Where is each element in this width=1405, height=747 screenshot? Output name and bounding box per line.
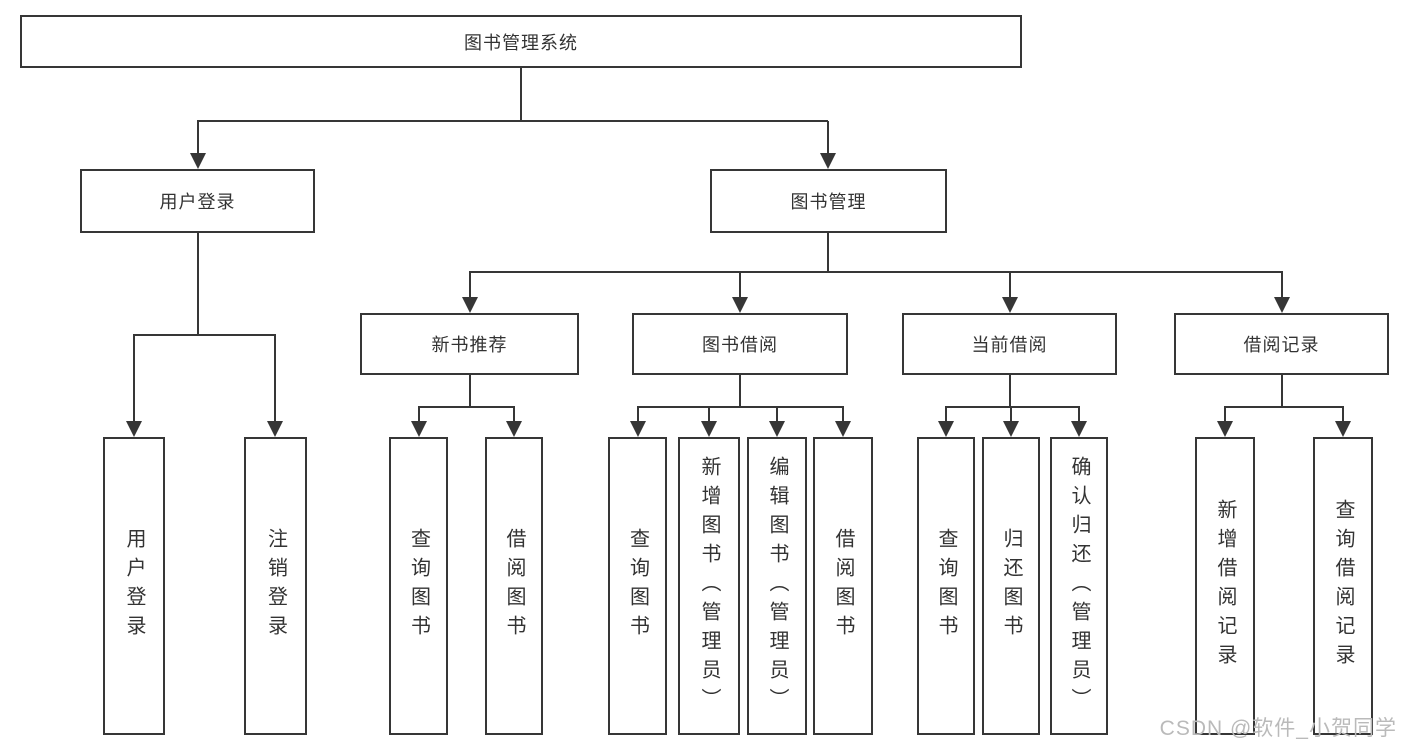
node-root-label: 图书管理系统 (464, 32, 578, 53)
leaf-record-query: 查询借阅记录 (1313, 437, 1373, 735)
leaf-record-add: 新增借阅记录 (1195, 437, 1255, 735)
leaf-newbook-query: 查询图书 (389, 437, 448, 735)
node-new-book-recommend: 新书推荐 (360, 313, 579, 375)
leaf-record-add-label: 新增借阅记录 (1214, 499, 1236, 673)
leaf-current-confirm-label: 确认归还（管理员） (1068, 455, 1090, 717)
leaf-user-login: 用户登录 (103, 437, 165, 735)
node-user-login-label: 用户登录 (159, 192, 236, 212)
leaf-borrow-book: 借阅图书 (813, 437, 873, 735)
leaf-current-confirm: 确认归还（管理员） (1050, 437, 1108, 735)
leaf-borrow-edit: 编辑图书（管理员） (747, 437, 807, 735)
leaf-current-query-label: 查询图书 (935, 528, 957, 644)
node-borrow-record: 借阅记录 (1174, 313, 1389, 375)
node-current-borrow: 当前借阅 (902, 313, 1117, 375)
leaf-current-query: 查询图书 (917, 437, 975, 735)
leaf-current-return: 归还图书 (982, 437, 1040, 735)
leaf-borrow-query: 查询图书 (608, 437, 667, 735)
leaf-borrow-add: 新增图书（管理员） (678, 437, 740, 735)
node-user-login: 用户登录 (80, 169, 315, 233)
node-borrow-record-label: 借阅记录 (1243, 335, 1320, 355)
leaf-record-query-label: 查询借阅记录 (1332, 499, 1354, 673)
node-book-management-label: 图书管理 (790, 192, 867, 212)
node-book-borrow-label: 图书借阅 (702, 335, 778, 355)
leaf-logout: 注销登录 (244, 437, 307, 735)
node-root: 图书管理系统 (20, 15, 1022, 68)
leaf-user-login-label: 用户登录 (123, 528, 145, 644)
leaf-borrow-book-label: 借阅图书 (832, 528, 854, 644)
leaf-current-return-label: 归还图书 (1000, 528, 1022, 644)
leaf-newbook-borrow: 借阅图书 (485, 437, 543, 735)
node-book-management: 图书管理 (710, 169, 947, 233)
node-current-borrow-label: 当前借阅 (971, 335, 1048, 355)
leaf-newbook-query-label: 查询图书 (407, 528, 430, 644)
leaf-borrow-add-label: 新增图书（管理员） (698, 455, 720, 717)
leaf-newbook-borrow-label: 借阅图书 (503, 528, 525, 644)
leaf-borrow-query-label: 查询图书 (626, 528, 649, 644)
csdn-watermark: CSDN @软件_小贺同学 (1159, 717, 1397, 740)
node-book-borrow: 图书借阅 (632, 313, 848, 375)
leaf-logout-label: 注销登录 (264, 528, 287, 644)
node-new-book-recommend-label: 新书推荐 (431, 335, 508, 355)
leaf-borrow-edit-label: 编辑图书（管理员） (766, 455, 788, 717)
